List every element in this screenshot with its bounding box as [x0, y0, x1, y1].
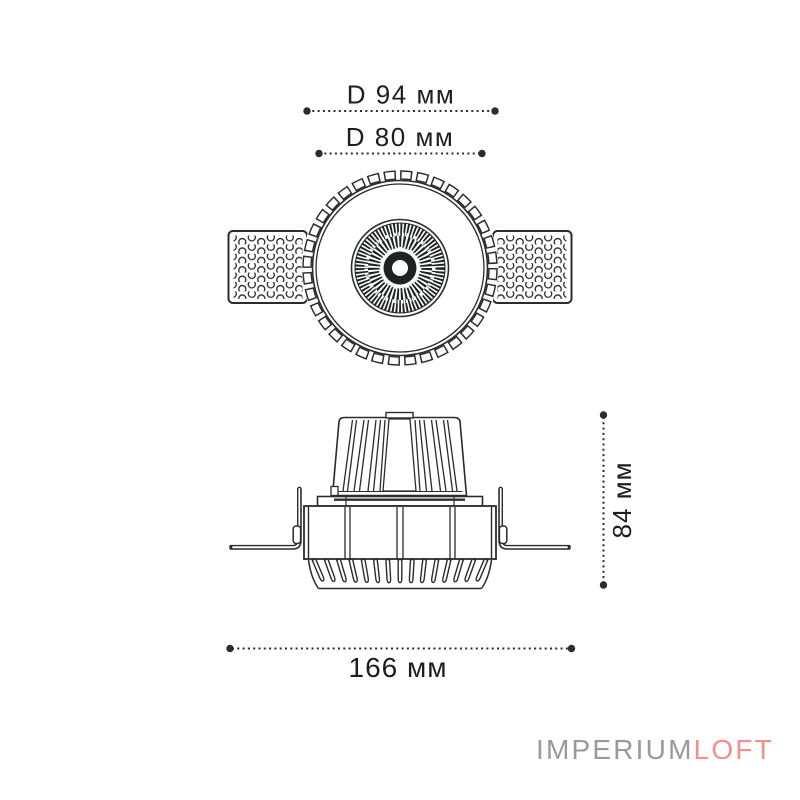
logo-text-loft: LOFT [693, 734, 774, 765]
led-module [350, 218, 450, 318]
dimension-outer-diameter: D 94 мм [303, 80, 499, 115]
bottom-fins [307, 558, 493, 590]
lamp-body [303, 505, 497, 560]
mounting-plate [316, 495, 484, 507]
flange-right [492, 230, 573, 304]
logo-text-imperium: IMPERIUM [536, 734, 694, 765]
imperiumloft-logo: IMPERIUMLOFT [536, 734, 774, 766]
mounting-bracket-left [229, 486, 302, 550]
dimension-height: 84 мм [599, 411, 637, 589]
dimension-label-166: 166 мм [349, 652, 448, 683]
dimension-width: 166 мм [226, 644, 576, 683]
dimension-cutout-diameter: D 80 мм [315, 122, 486, 158]
heatsink [330, 411, 468, 497]
mounting-bracket-right [498, 486, 572, 550]
side-view-drawing [229, 411, 572, 590]
dimension-label-d94: D 94 мм [347, 80, 455, 110]
dimension-label-d80: D 80 мм [346, 122, 454, 152]
flange-left [227, 230, 308, 304]
dimension-annotations: D 94 мм D 80 мм 84 мм 166 мм [226, 80, 637, 683]
dimension-label-84: 84 мм [607, 462, 637, 539]
top-view-drawing [227, 169, 573, 367]
